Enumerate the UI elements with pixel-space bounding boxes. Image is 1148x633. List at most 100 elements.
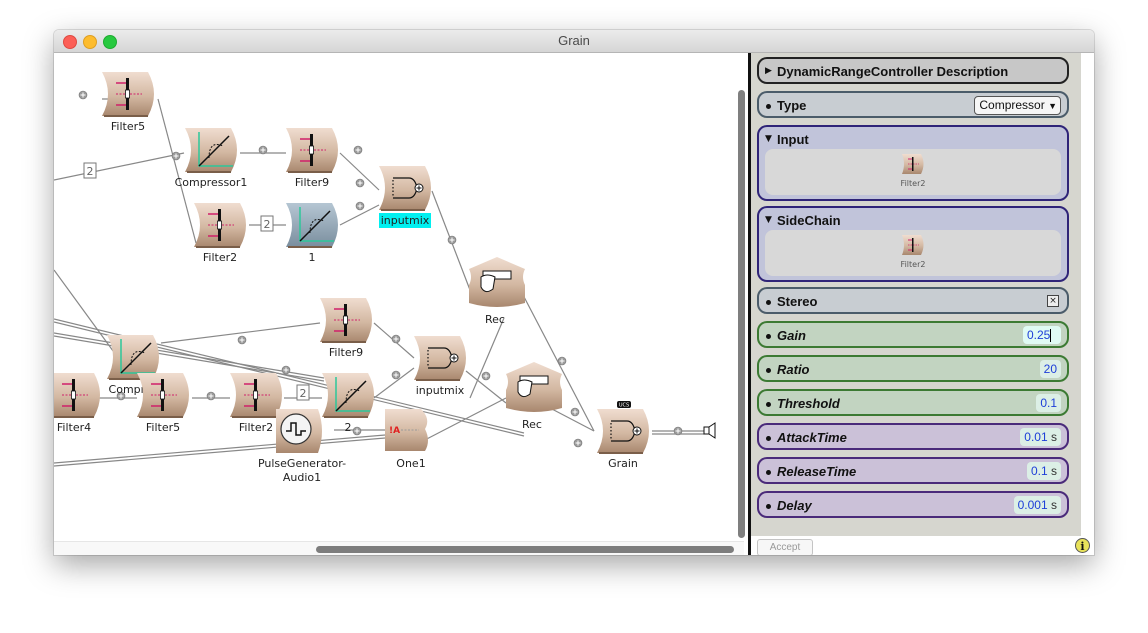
bullet-icon (766, 104, 771, 109)
node-compressor-2[interactable]: 2 (322, 373, 374, 434)
bullet-icon (766, 334, 771, 339)
node-label: Filter4 (57, 421, 91, 434)
input-drop-area[interactable]: Filter2 (765, 149, 1061, 195)
node-compressor-1[interactable]: 1 (286, 203, 338, 264)
attack-time-input[interactable]: 0.01 s (1020, 428, 1061, 446)
svg-text:2: 2 (300, 387, 307, 400)
hand-recorder-icon (517, 375, 549, 398)
zoom-window-button[interactable] (103, 35, 117, 49)
node-compressor1[interactable]: Compressor1 (175, 128, 248, 189)
description-row[interactable]: ▶ DynamicRangeController Description (757, 57, 1069, 84)
gain-value: 0.25 (1027, 328, 1051, 342)
bullet-icon (766, 470, 771, 475)
bullet-icon (766, 504, 771, 509)
sidechain-drop-area[interactable]: Filter2 (765, 230, 1061, 276)
node-filter9-top[interactable]: Filter9 (286, 128, 338, 189)
connection-plus-icon[interactable] (355, 201, 365, 211)
svg-text:UCS: UCS (619, 403, 629, 409)
title-bar: Grain (54, 30, 1094, 53)
node-label: Rec (522, 418, 542, 431)
node-label: Filter2 (239, 421, 273, 434)
node-inputmix-top[interactable]: inputmix (379, 166, 431, 228)
node-filter5-bottom[interactable]: Filter5 (137, 373, 189, 434)
collapse-triangle-icon[interactable]: ▼ (765, 215, 772, 225)
node-label: Filter5 (111, 120, 145, 133)
node-filter9-mid[interactable]: Filter9 (320, 298, 372, 359)
filter-icon (62, 379, 88, 411)
delay-input[interactable]: 0.001 s (1013, 496, 1061, 514)
expand-triangle-icon[interactable]: ▶ (765, 66, 772, 76)
node-label: Filter5 (146, 421, 180, 434)
connection-plus-icon[interactable] (447, 235, 457, 245)
split-divider[interactable] (748, 53, 751, 555)
close-window-button[interactable] (63, 35, 77, 49)
connection-plus-icon[interactable] (116, 391, 126, 401)
node-label: PulseGenerator- (258, 457, 346, 470)
connection-plus-icon[interactable] (573, 438, 583, 448)
connection-plus-icon[interactable] (281, 365, 291, 375)
accept-button[interactable]: Accept (757, 539, 813, 555)
release-time-input[interactable]: 0.1 s (1026, 462, 1061, 480)
compressor-curve-icon (335, 377, 370, 412)
type-select[interactable]: Compressor ▼ (974, 96, 1061, 115)
connection-plus-icon[interactable] (353, 145, 363, 155)
connection-plus-icon[interactable] (673, 426, 683, 436)
minimize-window-button[interactable] (83, 35, 97, 49)
input-row: ▼ Input Filter2 (757, 125, 1069, 201)
connection-plus-icon[interactable] (570, 407, 580, 417)
node-filter4[interactable]: Filter4 (54, 373, 100, 434)
node-rec-top[interactable]: Rec (469, 257, 525, 326)
node-filter2-bottom[interactable]: Filter2 (230, 373, 282, 434)
vertical-scrollbar[interactable] (738, 90, 745, 538)
attack-time-row: AttackTime 0.01 s (757, 423, 1069, 450)
filter-node-icon[interactable] (899, 153, 927, 175)
node-filter2-top[interactable]: Filter2 (194, 203, 246, 264)
threshold-row: Threshold 0.1 (757, 389, 1069, 416)
ratio-input[interactable]: 20 (1039, 360, 1061, 378)
filter-icon (116, 78, 142, 110)
collapse-triangle-icon[interactable]: ▼ (765, 134, 772, 144)
connection-plus-icon[interactable] (481, 371, 491, 381)
attack-time-value: 0.01 (1024, 430, 1048, 444)
filter-icon (334, 304, 360, 336)
gain-input[interactable]: 0.25 (1023, 326, 1061, 344)
filter-node-icon[interactable] (899, 234, 927, 256)
type-select-value: Compressor (979, 98, 1045, 112)
channel-count-badge: 2 (83, 162, 97, 179)
connection-plus-icon[interactable] (391, 334, 401, 344)
connection-plus-icon[interactable] (206, 391, 216, 401)
stereo-checkbox[interactable]: × (1047, 295, 1059, 307)
node-label: inputmix (416, 384, 465, 397)
connection-plus-icon[interactable] (352, 426, 362, 436)
stereo-row: Stereo × (757, 287, 1069, 314)
bullet-icon (766, 402, 771, 407)
connection-plus-icon[interactable] (78, 90, 88, 100)
node-filter5-top[interactable]: Filter5 (102, 72, 154, 133)
connection-plus-icon[interactable] (557, 356, 567, 366)
node-label: Compressor1 (175, 176, 248, 189)
connection-plus-icon[interactable] (237, 335, 247, 345)
node-rec-mid[interactable]: Rec (506, 362, 562, 431)
node-inputmix-mid[interactable]: inputmix (414, 336, 466, 397)
connection-plus-icon[interactable] (258, 145, 268, 155)
node-label: Filter9 (329, 346, 363, 359)
text-caret (1050, 329, 1052, 343)
threshold-input[interactable]: 0.1 (1036, 394, 1061, 412)
node-label: Grain (608, 457, 638, 470)
node-label-line2: Audio1 (283, 471, 321, 484)
unit-label: s (1051, 430, 1057, 444)
delay-value: 0.001 (1017, 498, 1048, 512)
info-icon[interactable]: i (1075, 538, 1090, 553)
connection-plus-icon[interactable] (355, 178, 365, 188)
node-pulse[interactable]: PulseGenerator-Audio1 (258, 409, 346, 484)
unit-label: s (1051, 498, 1057, 512)
node-label: Filter2 (203, 251, 237, 264)
horizontal-scrollbar[interactable] (316, 546, 734, 553)
connection-plus-icon[interactable] (171, 151, 181, 161)
node-grain[interactable]: Grain UCS (597, 401, 649, 470)
connection-plus-icon[interactable] (391, 370, 401, 380)
bullet-icon (766, 436, 771, 441)
speaker-icon[interactable] (703, 422, 716, 439)
